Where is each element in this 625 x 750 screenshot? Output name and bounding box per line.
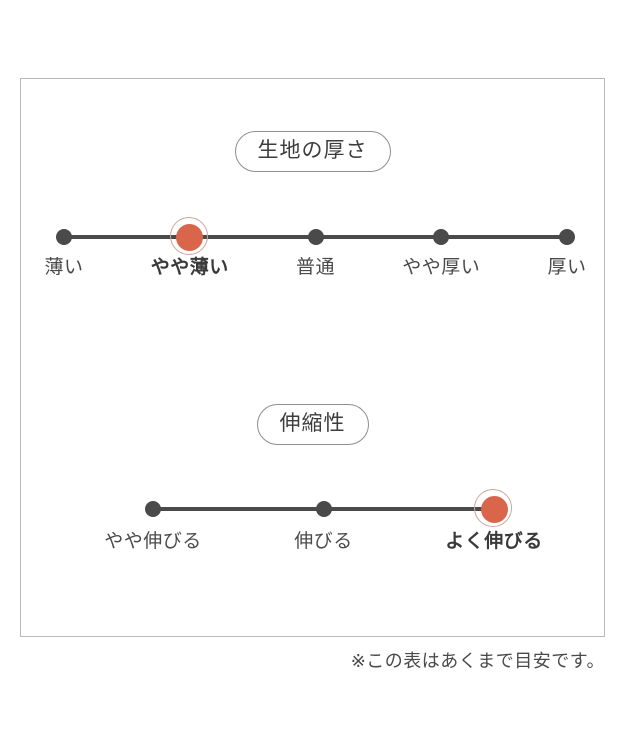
scale-node-yaya-atsui[interactable] [433,229,450,245]
scale-node-atsui[interactable] [559,229,575,245]
section-title-fabric-thickness: 生地の厚さ [21,131,604,173]
scale-fabric-thickness [56,217,575,255]
scale-node-yoku-nobiru[interactable] [474,489,512,527]
section-title-stretchiness: 伸縮性 [21,404,604,446]
scale-node-usui[interactable] [56,229,72,245]
scale-label-yaya-atsui: やや厚い [402,257,481,278]
scale-node-yaya-usui[interactable] [169,217,208,255]
spec-chart-panel: 生地の厚さ 薄い やや薄い 普通 やや厚い 厚い 伸縮性 やや伸びる 伸びる よ… [20,78,605,637]
footnote-text: ※この表はあくまで目安です。 [350,651,605,671]
scale-node-yaya-nobiru[interactable] [145,501,161,517]
scale-stretchiness [145,489,512,527]
scale-node-nobiru[interactable] [315,501,332,517]
scale-node-futsuu[interactable] [307,229,324,245]
scale-labels-fabric-thickness: 薄い やや薄い 普通 やや厚い 厚い [44,255,586,285]
scale-label-usui: 薄い [44,257,84,278]
scale-labels-stretchiness: やや伸びる 伸びる よく伸びる [104,529,542,559]
scale-label-atsui: 厚い [547,257,587,278]
pill-label-fabric-thickness: 生地の厚さ [234,131,391,173]
scale-label-yoku-nobiru: よく伸びる [445,531,543,552]
scale-label-futsuu: 普通 [295,257,336,278]
scale-label-nobiru: 伸びる [294,531,353,552]
pill-label-stretchiness: 伸縮性 [256,404,369,446]
scale-label-yaya-nobiru: やや伸びる [104,531,202,552]
scale-label-yaya-usui: やや薄い [150,257,229,278]
